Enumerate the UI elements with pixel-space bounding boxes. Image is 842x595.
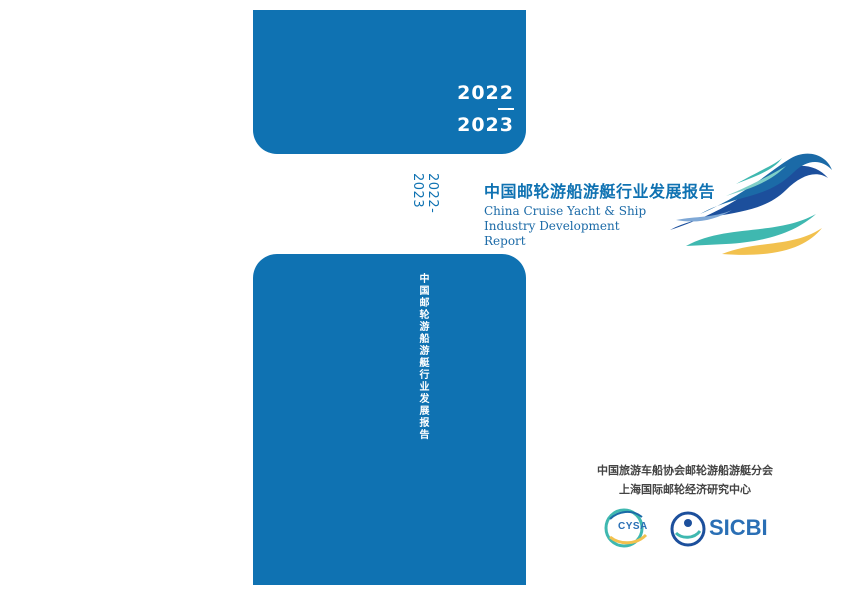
cysa-logo-icon	[604, 508, 648, 548]
vertical-years: 2022-2023	[410, 173, 440, 214]
publisher-org1: 中国旅游车船协会邮轮游船游艇分会	[597, 464, 773, 477]
spine-bottom-panel	[253, 254, 526, 585]
year-end: 2023	[457, 114, 514, 136]
wave-logo-icon	[670, 153, 832, 255]
title-english-line2: Industry Development Report	[484, 219, 620, 248]
publisher-org2: 上海国际邮轮经济研究中心	[619, 483, 751, 496]
title-english-line1: China Cruise Yacht & Ship	[484, 204, 647, 218]
title-chinese: 中国邮轮游船游艇行业发展报告	[484, 182, 716, 201]
sicbi-logo-icon	[670, 511, 706, 547]
title-english: China Cruise Yacht & Ship Industry Devel…	[484, 204, 664, 249]
sicbi-label: SICBI	[709, 515, 768, 540]
cysa-label: CYSA	[618, 521, 648, 532]
year-start: 2022	[457, 82, 514, 104]
year-dash	[498, 108, 514, 110]
vertical-title: 中国邮轮游船游艇行业发展报告	[417, 273, 428, 441]
year-block: 2022 2023	[444, 82, 514, 136]
spine-top-panel: 2022 2023	[253, 10, 526, 154]
